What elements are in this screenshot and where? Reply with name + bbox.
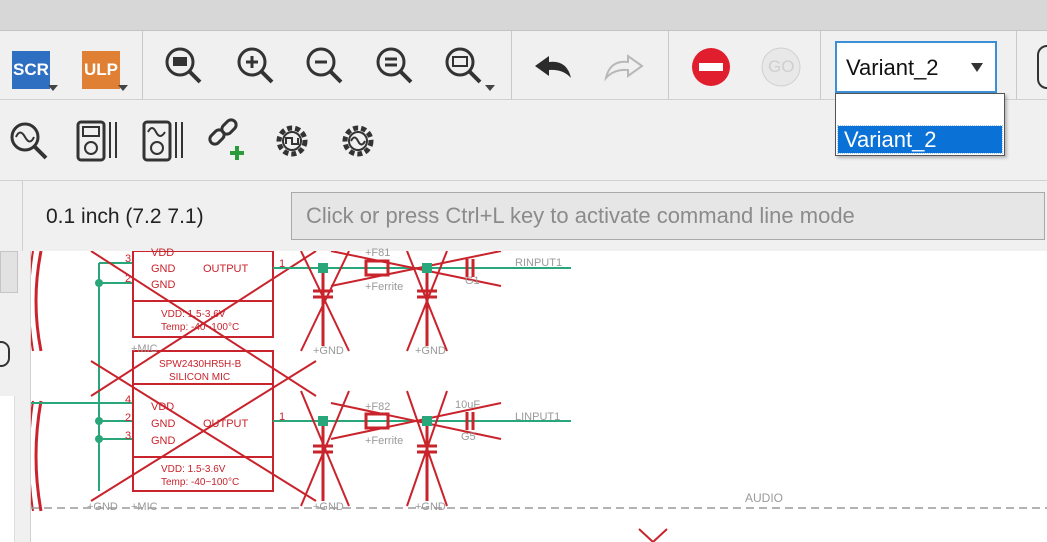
pin-number: 2: [125, 412, 132, 424]
pin-number: 1: [279, 258, 286, 270]
left-panel: [0, 251, 31, 542]
zoom-last-icon[interactable]: [374, 45, 414, 85]
net-label: +GND: [415, 345, 446, 357]
variant-option-empty[interactable]: [836, 94, 1004, 124]
pin-label: OUTPUT: [203, 263, 249, 275]
part-spec: VDD: 1.5-3.6V: [161, 464, 226, 475]
net-label: +Ferrite: [365, 435, 404, 447]
separator: [1016, 31, 1017, 99]
net-label: +GND: [313, 345, 344, 357]
panel-tab[interactable]: [0, 251, 18, 293]
pin-label: GND: [151, 435, 176, 447]
scr-label: SCR: [13, 60, 49, 79]
net-label: +Ferrite: [365, 281, 404, 293]
go-label: GO: [768, 57, 795, 76]
separator: [142, 31, 143, 99]
pin-number: 2: [125, 273, 132, 285]
go-icon: [761, 47, 801, 87]
ulp-button[interactable]: ULP: [76, 47, 128, 93]
variant-select-value: Variant_2: [846, 55, 939, 80]
net-label: G5: [461, 431, 476, 443]
chevron-down-icon[interactable]: [118, 85, 128, 91]
go-button[interactable]: GO: [760, 46, 802, 88]
net-label: +F82: [365, 401, 391, 413]
part-name: SPW2430HR5H-B: [159, 359, 242, 370]
schematic-drawing: [31, 251, 1047, 542]
command-line-input[interactable]: Click or press Ctrl+L key to activate co…: [291, 192, 1045, 240]
pin-number: 3: [125, 430, 132, 442]
part-name: SILICON MIC: [169, 372, 231, 383]
separator: [668, 31, 669, 99]
pin-number: 4: [125, 394, 132, 406]
chevron-down-icon[interactable]: [485, 85, 495, 91]
redo-icon[interactable]: [600, 50, 646, 86]
zoom-fit-icon[interactable]: [163, 45, 203, 85]
scr-icon: SCR: [12, 51, 50, 89]
multimeter-icon[interactable]: [74, 118, 120, 164]
net-label: +MIC: [131, 501, 158, 513]
zoom-out-icon[interactable]: [304, 45, 344, 85]
variant-select[interactable]: Variant_2: [835, 41, 997, 93]
schematic-canvas[interactable]: 3 2 VDD GND GND OUTPUT 1 VDD: 1.5-3.6V T…: [31, 247, 1047, 542]
pin-label: GND: [151, 418, 176, 430]
variant-option-variant-2[interactable]: Variant_2: [837, 125, 1003, 154]
sim-run-icon[interactable]: [337, 120, 379, 162]
net-label: LINPUT1: [515, 411, 561, 423]
chevron-down-icon[interactable]: [48, 85, 58, 91]
part-spec: Temp: -40~100°C: [161, 477, 240, 488]
variant-option-label: Variant_2: [844, 127, 937, 152]
pin-label: VDD: [151, 247, 175, 259]
stop-icon[interactable]: [690, 46, 732, 88]
net-label: 10uF: [455, 399, 481, 411]
command-line-placeholder: Click or press Ctrl+L key to activate co…: [306, 203, 855, 228]
add-link-icon[interactable]: [205, 118, 251, 164]
variant-dropdown-list: Variant_2: [835, 93, 1005, 156]
panel-circle-button[interactable]: [0, 341, 10, 367]
pin-label: OUTPUT: [203, 418, 249, 430]
sim-settings-icon[interactable]: [271, 120, 313, 162]
panel-edge: [0, 181, 23, 251]
pin-number: 1: [279, 411, 286, 423]
part-spec: Temp: -40~100°C: [161, 322, 240, 333]
zoom-select-button[interactable]: [443, 45, 499, 91]
ulp-icon: ULP: [82, 51, 120, 89]
title-strip: [0, 0, 1047, 31]
pin-label: GND: [151, 279, 176, 291]
chevron-down-icon[interactable]: [971, 63, 983, 72]
oscilloscope-icon[interactable]: [140, 118, 186, 164]
net-label: RINPUT1: [515, 257, 563, 269]
net-label: +GND: [415, 501, 446, 513]
net-label: G1: [465, 275, 480, 287]
net-label: +GND: [87, 501, 118, 513]
zoom-in-icon[interactable]: [235, 45, 275, 85]
circle-button[interactable]: [1037, 45, 1047, 89]
scr-button[interactable]: SCR: [6, 47, 58, 93]
separator: [820, 31, 821, 99]
pin-number: 3: [125, 253, 132, 265]
pin-label: VDD: [151, 401, 175, 413]
separator: [511, 31, 512, 99]
ulp-label: ULP: [84, 60, 118, 79]
pin-label: GND: [151, 263, 176, 275]
zoom-select-icon: [445, 47, 482, 84]
net-label: +F81: [365, 247, 391, 259]
net-label: +MIC: [131, 343, 158, 355]
simulate-icon[interactable]: [8, 120, 50, 162]
part-spec: VDD: 1.5-3.6V: [161, 309, 226, 320]
panel-list: [0, 396, 15, 542]
bus-label: AUDIO: [745, 491, 784, 505]
undo-icon[interactable]: [531, 50, 577, 86]
grid-coordinates: 0.1 inch (7.2 7.1): [46, 205, 204, 228]
net-label: +GND: [313, 501, 344, 513]
